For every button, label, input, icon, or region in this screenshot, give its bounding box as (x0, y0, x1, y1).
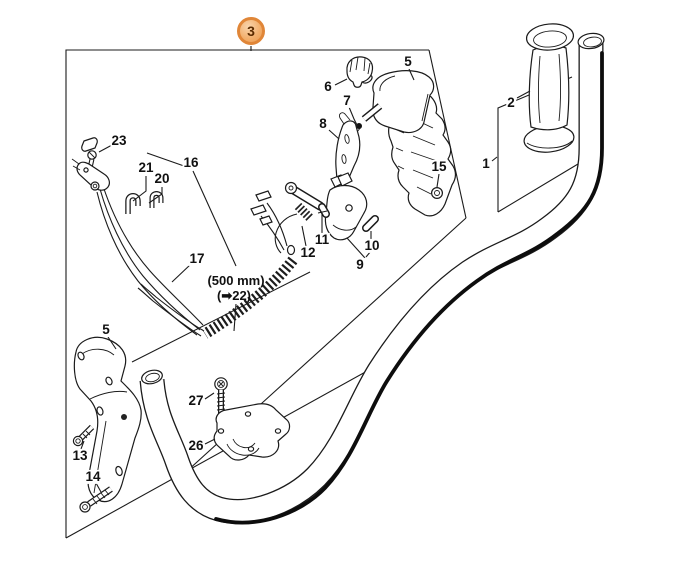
part-label-26: 26 (187, 437, 205, 454)
lower-handle-shell-art (72, 336, 142, 513)
part-label-21: 21 (137, 159, 155, 176)
leader-lines (80, 68, 531, 493)
part-label-13: 13 (71, 447, 89, 464)
cross-reference-note: (➡22) (216, 288, 252, 304)
part-label-14: 14 (84, 468, 102, 485)
part-label-8: 8 (318, 115, 328, 132)
part-label-10: 10 (363, 237, 381, 254)
switch-lever-art (71, 137, 110, 191)
assembly-badge: 3 (237, 17, 265, 45)
grip-art (523, 23, 575, 153)
wiring-harness-art (96, 185, 298, 339)
part-label-5-bottom: 5 (101, 321, 111, 338)
part-label-9: 9 (355, 256, 365, 273)
part-label-23: 23 (110, 132, 128, 149)
part-label-1: 1 (481, 155, 491, 172)
part-label-2: 2 (506, 94, 516, 111)
part-label-12: 12 (299, 244, 317, 261)
part-label-6: 6 (323, 78, 333, 95)
part-label-20: 20 (153, 170, 171, 187)
part-label-16: 16 (182, 154, 200, 171)
throttle-handle-assembly-art (284, 56, 457, 241)
cable-length-note: (500 mm) (207, 273, 265, 289)
part-label-27: 27 (187, 392, 205, 409)
handlebar-tube-art (139, 32, 605, 525)
clamp-art (213, 377, 291, 461)
part-label-7: 7 (342, 92, 352, 109)
part-label-17: 17 (188, 250, 206, 267)
part-label-11: 11 (313, 231, 331, 248)
part-label-15: 15 (430, 158, 448, 175)
part-label-5-top: 5 (403, 53, 413, 70)
group-box-lines (65, 46, 579, 539)
